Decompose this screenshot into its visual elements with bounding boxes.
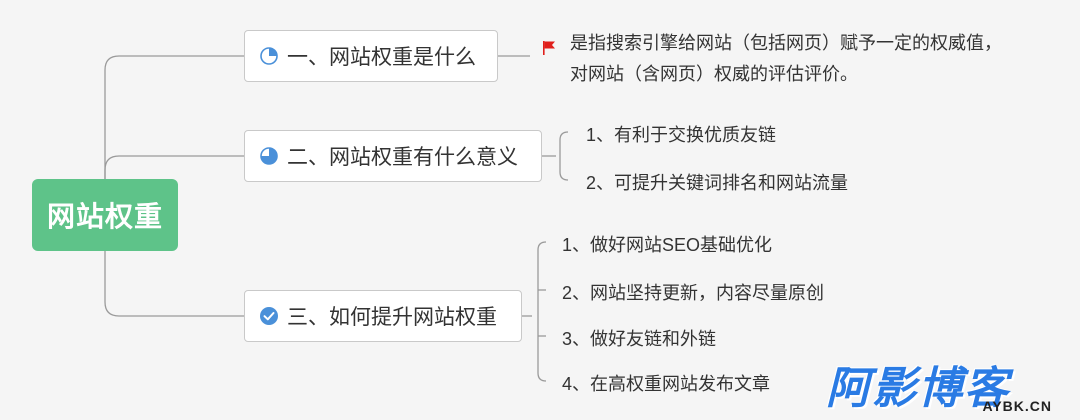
quarter-pie-icon [259,46,279,66]
half-pie-icon [259,146,279,166]
branch-3-child-1[interactable]: 1、做好网站SEO基础优化 [562,235,773,255]
watermark-domain: AYBK.CN [982,398,1052,414]
watermark-logo: 阿影博客 AYBK.CN [826,352,1066,414]
branch-node-3-label: 三、如何提升网站权重 [287,306,497,329]
connector-root-branch2 [104,155,244,179]
connector-root-branch1 [104,55,244,179]
branch-node-1-label: 一、网站权重是什么 [287,46,476,69]
root-node-label: 网站权重 [46,201,163,232]
branch-node-2-label: 二、网站权重有什么意义 [287,146,518,169]
connector-branch2-bracket [559,131,569,181]
branch-node-2[interactable]: 二、网站权重有什么意义 [244,130,542,182]
branch-3-child-3[interactable]: 3、做好友链和外链 [562,329,717,349]
flag-icon [542,35,556,66]
note-line-1: 是指搜索引擎给网站（包括网页）赋予一定的权威值， [570,33,1002,53]
branch-2-child-2[interactable]: 2、可提升关键词排名和网站流量 [586,173,849,193]
branch-3-child-2[interactable]: 2、网站坚持更新，内容尽量原创 [562,283,825,303]
root-node[interactable]: 网站权重 [32,179,178,251]
check-circle-icon [259,306,279,326]
watermark-title: 阿影博客 [826,364,1010,413]
connector-branch3-bracket [537,241,547,382]
branch-1-note: 是指搜索引擎给网站（包括网页）赋予一定的权威值， 对网站（含网页）权威的评估评价… [542,28,1002,90]
note-line-2: 对网站（含网页）权威的评估评价。 [570,64,858,84]
branch-node-3[interactable]: 三、如何提升网站权重 [244,290,522,342]
branch-3-child-4[interactable]: 4、在高权重网站发布文章 [562,374,771,394]
branch-node-1[interactable]: 一、网站权重是什么 [244,30,498,82]
connector-root-branch3 [104,251,244,317]
branch-2-child-1[interactable]: 1、有利于交换优质友链 [586,125,777,145]
